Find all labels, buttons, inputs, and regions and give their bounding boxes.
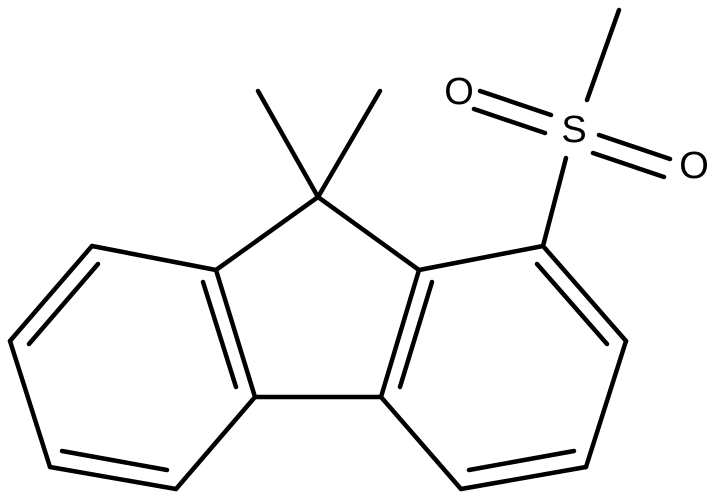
methylsulfonyl-group: S O O [444, 7, 709, 249]
ring-to-sulfur-bond [540, 155, 569, 249]
atom-label-sulfur: S [561, 109, 586, 151]
methyl-bond [315, 88, 383, 200]
bond [583, 338, 629, 470]
bond [7, 243, 95, 344]
bond [7, 338, 53, 470]
bond [173, 394, 258, 492]
atom-label-oxygen: O [679, 145, 709, 187]
five-membered-ring [213, 194, 422, 400]
double-bond-inner [59, 448, 170, 473]
atom-label-oxygen: O [444, 71, 474, 113]
bond [213, 267, 258, 400]
sulfur-oxygen-double-bond [596, 132, 673, 162]
sulfur-oxygen-double-bond [471, 106, 548, 136]
bond [378, 267, 422, 400]
bond [458, 464, 589, 492]
bond [213, 194, 321, 273]
sulfur-oxygen-double-bond [590, 150, 667, 180]
right-benzene-ring [378, 243, 629, 492]
double-bond-inner [534, 261, 610, 347]
sulfur-to-methyl-bond [584, 7, 622, 103]
double-bond-inner [200, 279, 239, 390]
gem-dimethyl [255, 88, 383, 200]
left-benzene-ring [7, 243, 258, 492]
double-bond-inner [397, 279, 435, 390]
bond [378, 394, 464, 492]
methyl-bond [255, 88, 321, 200]
bond [416, 243, 546, 273]
double-bond-inner [466, 448, 577, 473]
bond [315, 194, 422, 273]
bond [540, 243, 629, 344]
bond [47, 464, 179, 492]
bond [89, 243, 219, 273]
sulfur-oxygen-double-bond [477, 88, 554, 118]
double-bond-inner [26, 261, 101, 347]
